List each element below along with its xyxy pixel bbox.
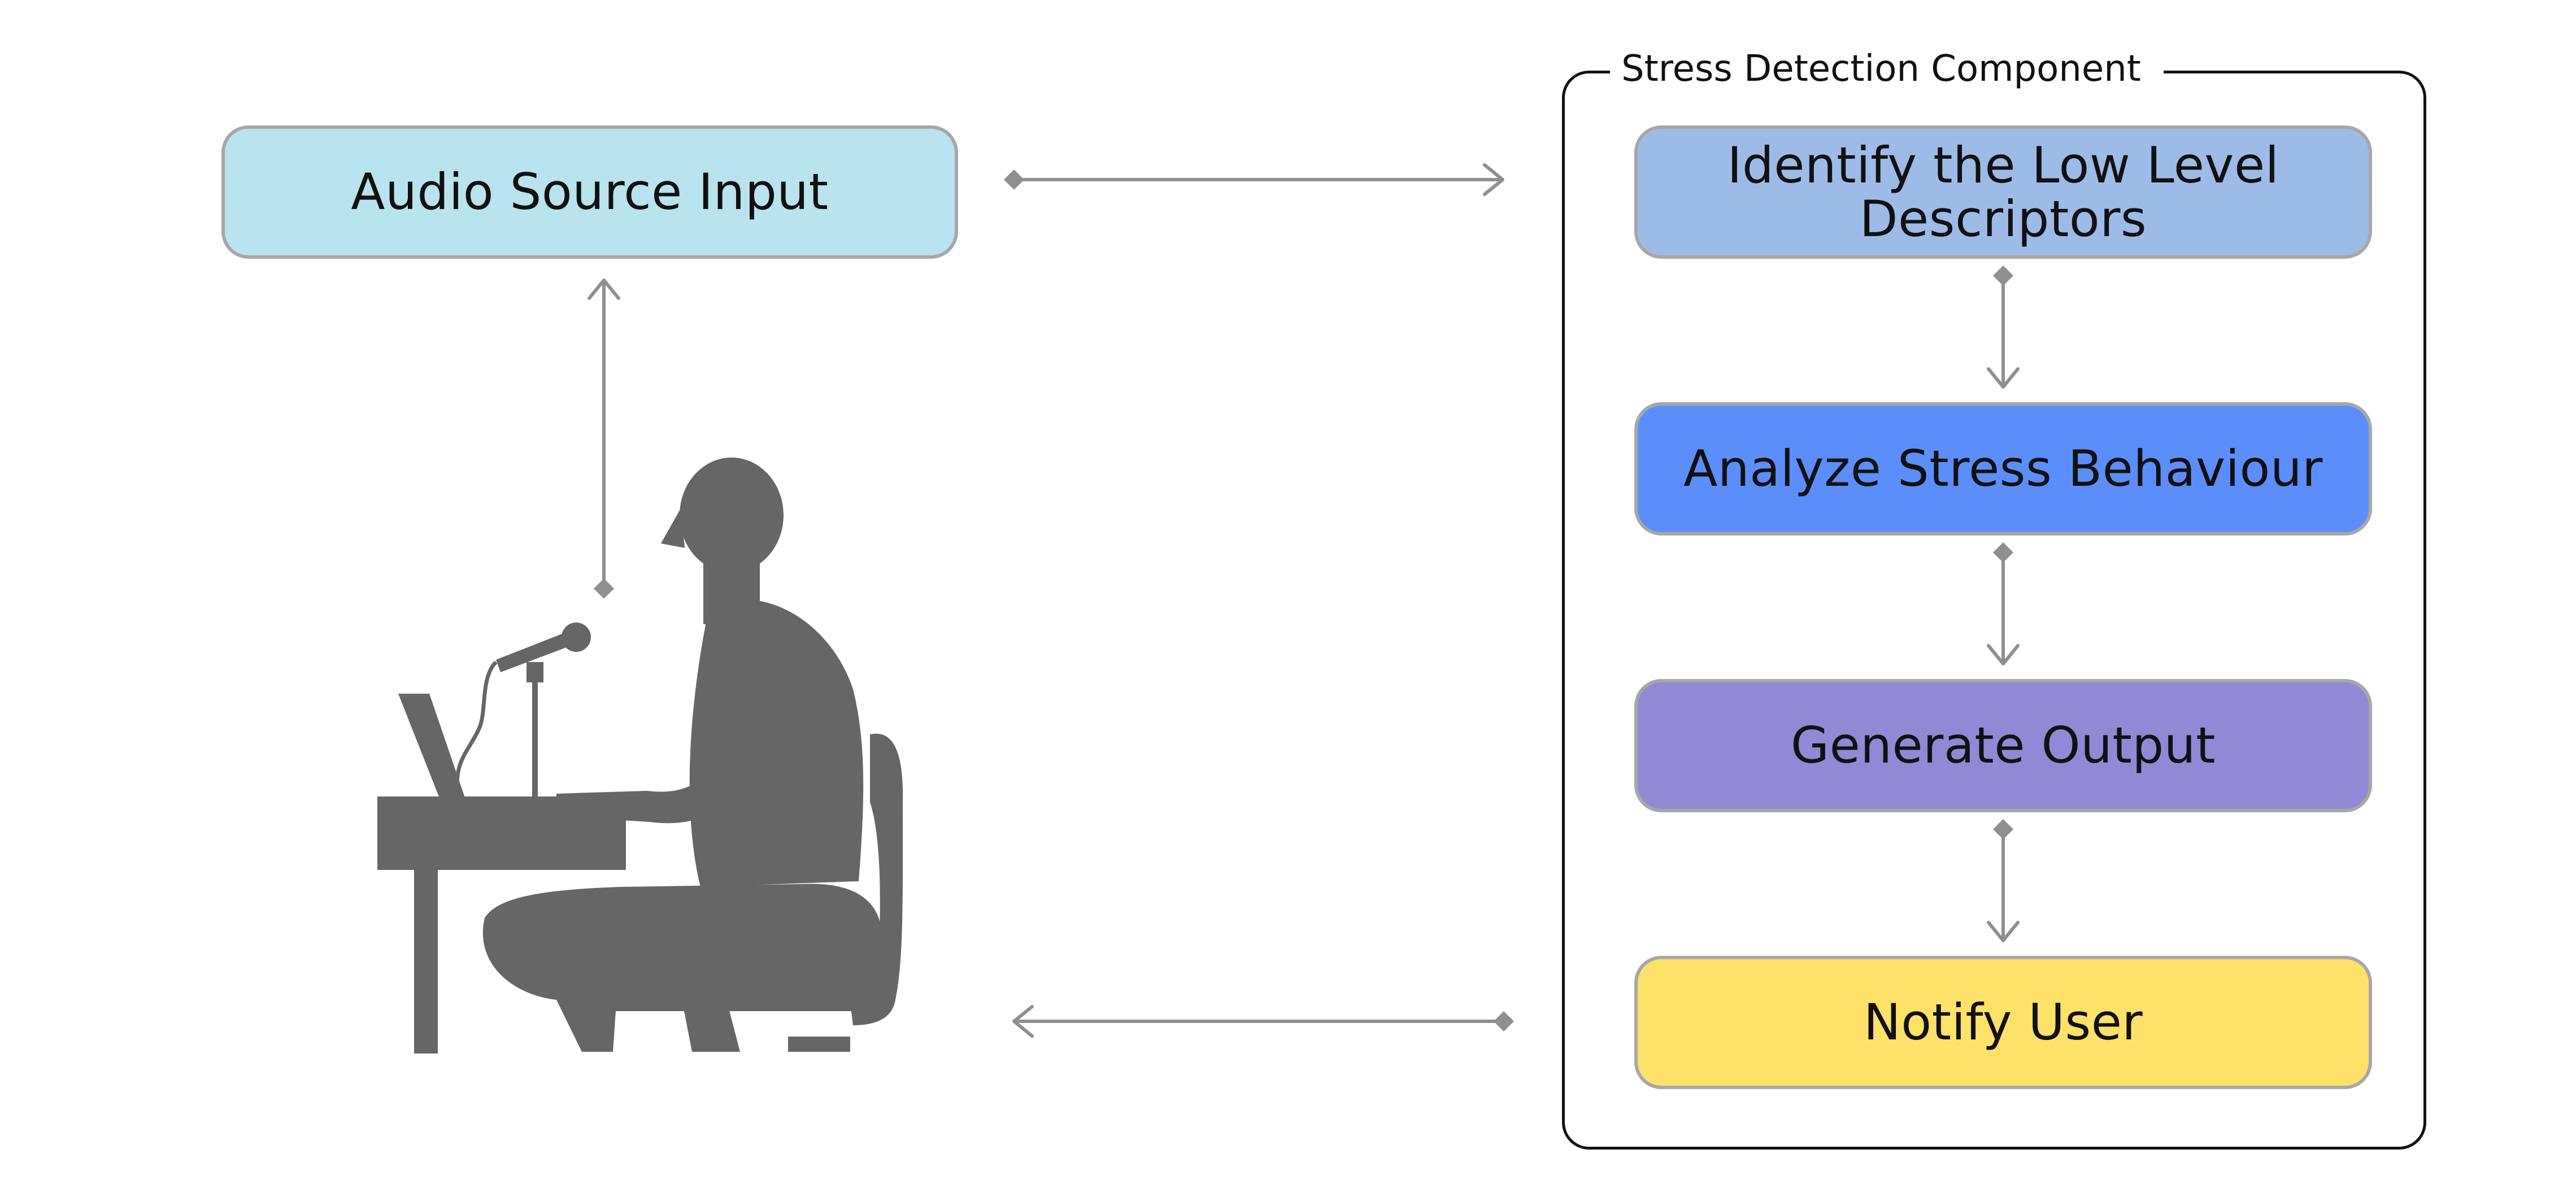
connector-start-diamond <box>1993 819 2013 839</box>
audio-source-input-label: Audio Source Input <box>351 163 829 221</box>
connector-input-to-component <box>1012 163 1504 196</box>
connector-start-diamond <box>1993 542 2013 563</box>
identify-descriptors-label: Identify the Low Level Descriptors <box>1727 136 2279 248</box>
connector-start-diamond <box>1993 265 2013 286</box>
notify-user-label: Notify User <box>1863 993 2143 1052</box>
connector-start-diamond <box>594 578 614 599</box>
generate-output-label: Generate Output <box>1790 716 2216 775</box>
generate-output-node: Generate Output <box>1634 679 2372 812</box>
connector-start-diamond <box>1494 1011 1514 1031</box>
connector-analyze-to-output <box>1987 552 2020 665</box>
identify-descriptors-node: Identify the Low Level Descriptors <box>1634 125 2372 259</box>
analyze-stress-label: Analyze Stress Behaviour <box>1683 439 2323 498</box>
analyze-stress-node: Analyze Stress Behaviour <box>1634 402 2372 536</box>
audio-source-input-node: Audio Source Input <box>221 125 958 259</box>
connector-output-to-notify <box>1987 829 2020 942</box>
notify-user-node: Notify User <box>1634 956 2372 1089</box>
connector-start-diamond <box>1004 169 1024 190</box>
connector-component-to-user <box>1012 1005 1505 1038</box>
connector-identify-to-analyze <box>1987 275 2020 389</box>
connector-user-to-input <box>588 278 620 590</box>
group-title: Stress Detection Component <box>1610 46 2164 92</box>
